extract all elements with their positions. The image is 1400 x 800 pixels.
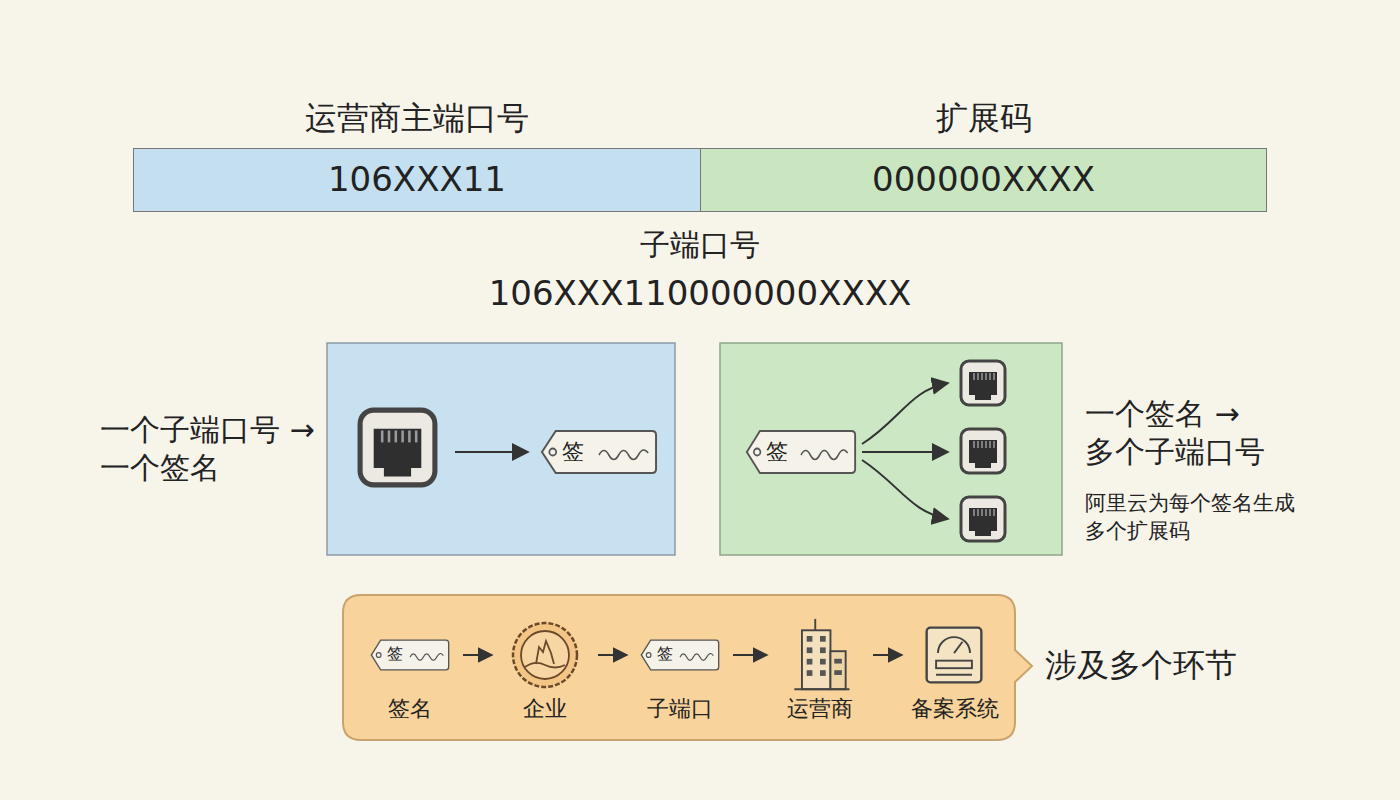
node-text: 签 (766, 439, 796, 465)
node-text: 扩展码 (700, 95, 1267, 141)
node-text: 签名 (350, 696, 470, 722)
arrow (862, 383, 948, 444)
node-text: 运营商主端口号 (133, 95, 700, 141)
blue-panel (327, 343, 675, 555)
node-text: 涉及多个环节 (1045, 645, 1275, 685)
node-text: 一个签名 → 多个子端口号 (1085, 395, 1385, 470)
node-text: 签 (562, 439, 592, 465)
green-panel (720, 343, 1062, 555)
node-icon (745, 428, 857, 476)
node-text: 签 (657, 644, 679, 664)
node-icon (540, 428, 658, 476)
port-icon (360, 410, 435, 485)
node-text: 子端口 (620, 696, 740, 722)
node-icon (920, 622, 988, 688)
node-icon (786, 617, 854, 693)
extension-segment: 扩展码 000000XXXX (700, 95, 1267, 213)
port-icon (961, 429, 1005, 473)
mapping-panel: 一个签名 → 多个子端口号阿里云为每个签名生成多个扩展码签 (720, 343, 1062, 555)
node-icon (510, 620, 580, 690)
label-text: 106XXX110000000XXXX (0, 272, 1400, 315)
flow-arrow (463, 654, 492, 656)
node-icon (640, 638, 720, 672)
node-text: 阿里云为每个签名生成多个扩展码 (1085, 489, 1310, 546)
node-text: 运营商 (760, 696, 880, 722)
label-text: 子端口号 (0, 226, 1400, 264)
arrow (862, 451, 948, 453)
node-icon (370, 638, 450, 672)
flow-arrow (873, 654, 902, 656)
signature-tag: 签 (745, 428, 857, 476)
process-step: 运营商 (770, 612, 870, 722)
node-text: 一个子端口号 → 一个签名 (100, 411, 315, 486)
port-icon (961, 497, 1005, 541)
process-step: 签子端口 (630, 612, 730, 722)
port-segment: 运营商主端口号 106XXX11 (133, 95, 700, 213)
signature-tag: 签 (540, 428, 658, 476)
process-panel: 涉及多个环节签签名企业签子端口运营商备案系统 (343, 595, 1015, 740)
arrow (862, 460, 948, 519)
process-step: 企业 (495, 612, 595, 722)
flow-arrow (733, 654, 767, 656)
process-step: 签签名 (360, 612, 460, 722)
node-text: 备案系统 (895, 696, 1015, 722)
node-text: 106XXX11 (133, 148, 700, 212)
node-text: 企业 (485, 696, 605, 722)
node-text: 签 (387, 644, 409, 664)
mapping-panel: 一个子端口号 → 一个签名签 (327, 343, 675, 555)
arrow (455, 451, 528, 453)
process-step: 备案系统 (905, 612, 1005, 722)
port-icon (961, 361, 1005, 405)
callout-panel (343, 595, 1032, 740)
flow-arrow (598, 654, 627, 656)
node-text: 000000XXXX (700, 148, 1267, 212)
